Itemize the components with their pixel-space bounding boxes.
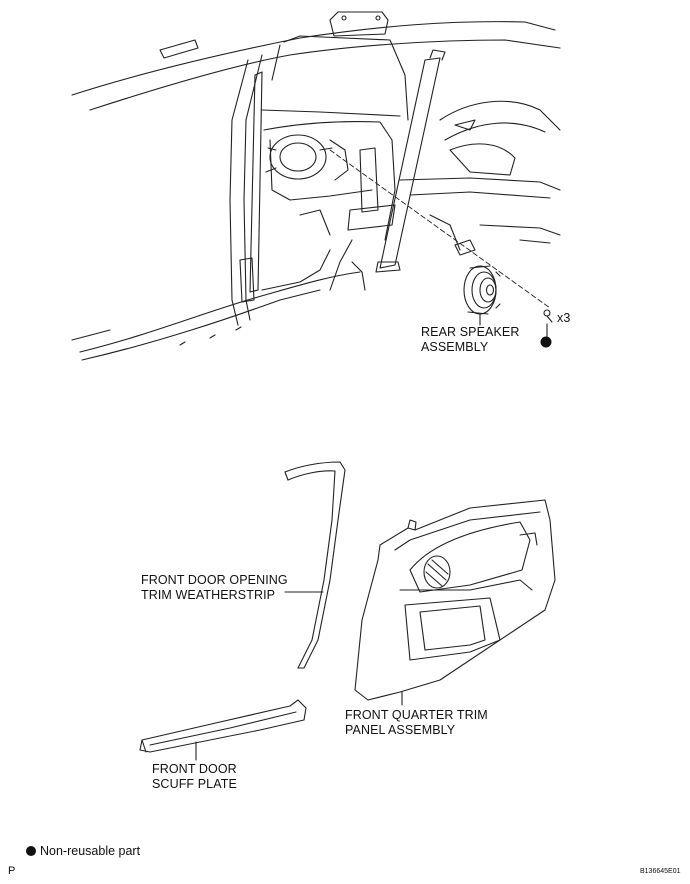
screw-drawing — [543, 309, 553, 338]
scuff-plate-drawing — [139, 699, 307, 761]
legend: Non-reusable part — [26, 844, 140, 858]
quarter-trim-panel-drawing — [354, 499, 556, 706]
label-weatherstrip-line2: TRIM WEATHERSTRIP — [141, 588, 276, 602]
rear-speaker-drawing — [463, 265, 501, 326]
label-weatherstrip-line1: FRONT DOOR OPENING — [141, 573, 288, 587]
label-front-quarter-trim-panel-assembly: FRONT QUARTER TRIM PANEL ASSEMBLY — [345, 708, 488, 738]
weatherstrip-drawing — [284, 461, 346, 669]
label-quarter-panel-line1: FRONT QUARTER TRIM — [345, 708, 488, 722]
vehicle-body-outline — [71, 11, 561, 361]
label-rear-speaker-line1: REAR SPEAKER — [421, 325, 520, 339]
footer-left-mark: P — [8, 865, 16, 877]
label-rear-speaker-assembly: REAR SPEAKER ASSEMBLY — [421, 325, 519, 355]
label-scuff-plate-line1: FRONT DOOR — [152, 762, 237, 776]
figure-code: B136645E01 — [640, 868, 681, 875]
label-screw-quantity: x3 — [557, 311, 571, 325]
non-reusable-marker-icon — [540, 336, 552, 348]
label-front-door-scuff-plate: FRONT DOOR SCUFF PLATE — [152, 762, 237, 792]
explode-guide-line — [329, 149, 551, 309]
label-quarter-panel-line2: PANEL ASSEMBLY — [345, 723, 456, 737]
label-scuff-plate-line2: SCUFF PLATE — [152, 777, 237, 791]
legend-text: Non-reusable part — [40, 844, 141, 858]
label-front-door-opening-trim-weatherstrip: FRONT DOOR OPENING TRIM WEATHERSTRIP — [141, 573, 288, 603]
filled-circle-icon — [26, 846, 36, 856]
label-rear-speaker-line2: ASSEMBLY — [421, 340, 489, 354]
